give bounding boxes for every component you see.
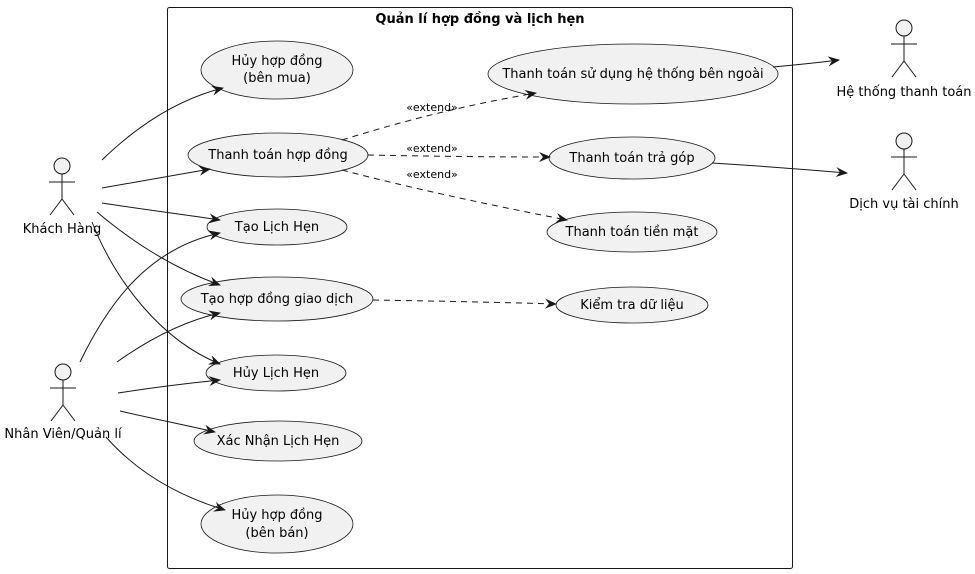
assoc-staff-confirm-appointment xyxy=(119,410,216,435)
extend-pay-contract-pay-cash xyxy=(341,169,568,223)
actor-staff[interactable]: Nhân Viên/Quản lí xyxy=(4,363,122,442)
extend-label-pay-external: «extend» xyxy=(406,101,458,114)
extend-label-pay-cash: «extend» xyxy=(406,168,458,181)
usecase-confirm-appointment[interactable]: Xác Nhận Lịch Hẹn xyxy=(193,420,363,462)
usecase-cancel-contract-buyer-line1: Hủy hợp đồng xyxy=(231,54,322,69)
extend-pay-contract-pay-external xyxy=(341,89,537,141)
actor-customer[interactable]: Khách Hàng xyxy=(23,157,101,237)
assoc-customer-cancel-contract-buyer xyxy=(101,85,224,161)
actor-customer-label: Khách Hàng xyxy=(23,222,101,237)
actor-staff-label: Nhân Viên/Quản lí xyxy=(4,427,122,442)
usecase-pay-external[interactable]: Thanh toán sử dụng hệ thống bên ngoài xyxy=(487,43,779,105)
assoc-customer-pay-contract xyxy=(101,165,211,189)
usecase-pay-installment-label: Thanh toán trả góp xyxy=(568,151,694,166)
assoc-customer-create-contract xyxy=(96,211,221,286)
usecase-pay-contract-label: Thanh toán hợp đồng xyxy=(207,148,347,163)
actor-finance-service[interactable]: Dịch vụ tài chính xyxy=(849,132,959,212)
system-title: Quản lí hợp đồng và lịch hẹn xyxy=(375,12,584,27)
usecase-cancel-contract-buyer[interactable]: Hủy hợp đồng (bên mua) xyxy=(200,40,354,100)
usecase-cancel-contract-seller-line2: (bên bán) xyxy=(245,526,308,541)
usecase-cancel-appointment-label: Hủy Lịch Hẹn xyxy=(233,366,319,381)
usecase-pay-external-label: Thanh toán sử dụng hệ thống bên ngoài xyxy=(501,67,763,82)
usecase-create-appointment-label: Tạo Lịch Hẹn xyxy=(234,220,319,235)
extend-pay-contract-pay-installment xyxy=(367,151,551,162)
dependency-create-contract-validate-data xyxy=(372,298,557,309)
usecase-create-contract-label: Tạo hợp đồng giao dịch xyxy=(200,292,354,307)
assoc-customer-create-appointment xyxy=(101,202,221,224)
usecase-create-contract[interactable]: Tạo hợp đồng giao dịch xyxy=(180,276,374,322)
usecase-cancel-contract-seller-line1: Hủy hợp đồng xyxy=(231,508,322,523)
usecase-pay-cash[interactable]: Thanh toán tiền mặt xyxy=(546,211,718,253)
usecase-confirm-appointment-label: Xác Nhận Lịch Hẹn xyxy=(217,434,340,449)
actor-payment-system-label: Hệ thống thanh toán xyxy=(837,85,972,100)
actor-finance-service-label: Dịch vụ tài chính xyxy=(849,197,959,212)
usecase-cancel-contract-buyer-line2: (bên mua) xyxy=(243,71,311,86)
usecase-validate-data-label: Kiểm tra dữ liệu xyxy=(580,298,684,313)
assoc-staff-cancel-contract-seller xyxy=(105,436,226,512)
assoc-customer-cancel-appointment xyxy=(91,221,221,365)
assoc-staff-cancel-appointment xyxy=(117,376,221,394)
usecase-pay-contract[interactable]: Thanh toán hợp đồng xyxy=(187,132,369,178)
usecase-cancel-appointment[interactable]: Hủy Lịch Hẹn xyxy=(205,354,347,392)
assoc-staff-create-contract xyxy=(116,310,221,363)
usecase-validate-data[interactable]: Kiểm tra dữ liệu xyxy=(555,286,709,324)
usecase-pay-installment[interactable]: Thanh toán trả góp xyxy=(548,136,716,180)
assoc-staff-create-appointment xyxy=(79,230,221,363)
actor-payment-system[interactable]: Hệ thống thanh toán xyxy=(837,19,972,100)
assoc-pay-external-payment-system xyxy=(772,56,840,68)
usecase-cancel-contract-seller[interactable]: Hủy hợp đồng (bên bán) xyxy=(200,494,354,554)
assoc-pay-installment-finance-service xyxy=(711,162,848,178)
usecase-pay-cash-label: Thanh toán tiền mặt xyxy=(565,225,699,240)
usecase-create-appointment[interactable]: Tạo Lịch Hẹn xyxy=(206,208,348,246)
extend-label-pay-installment: «extend» xyxy=(406,142,458,155)
